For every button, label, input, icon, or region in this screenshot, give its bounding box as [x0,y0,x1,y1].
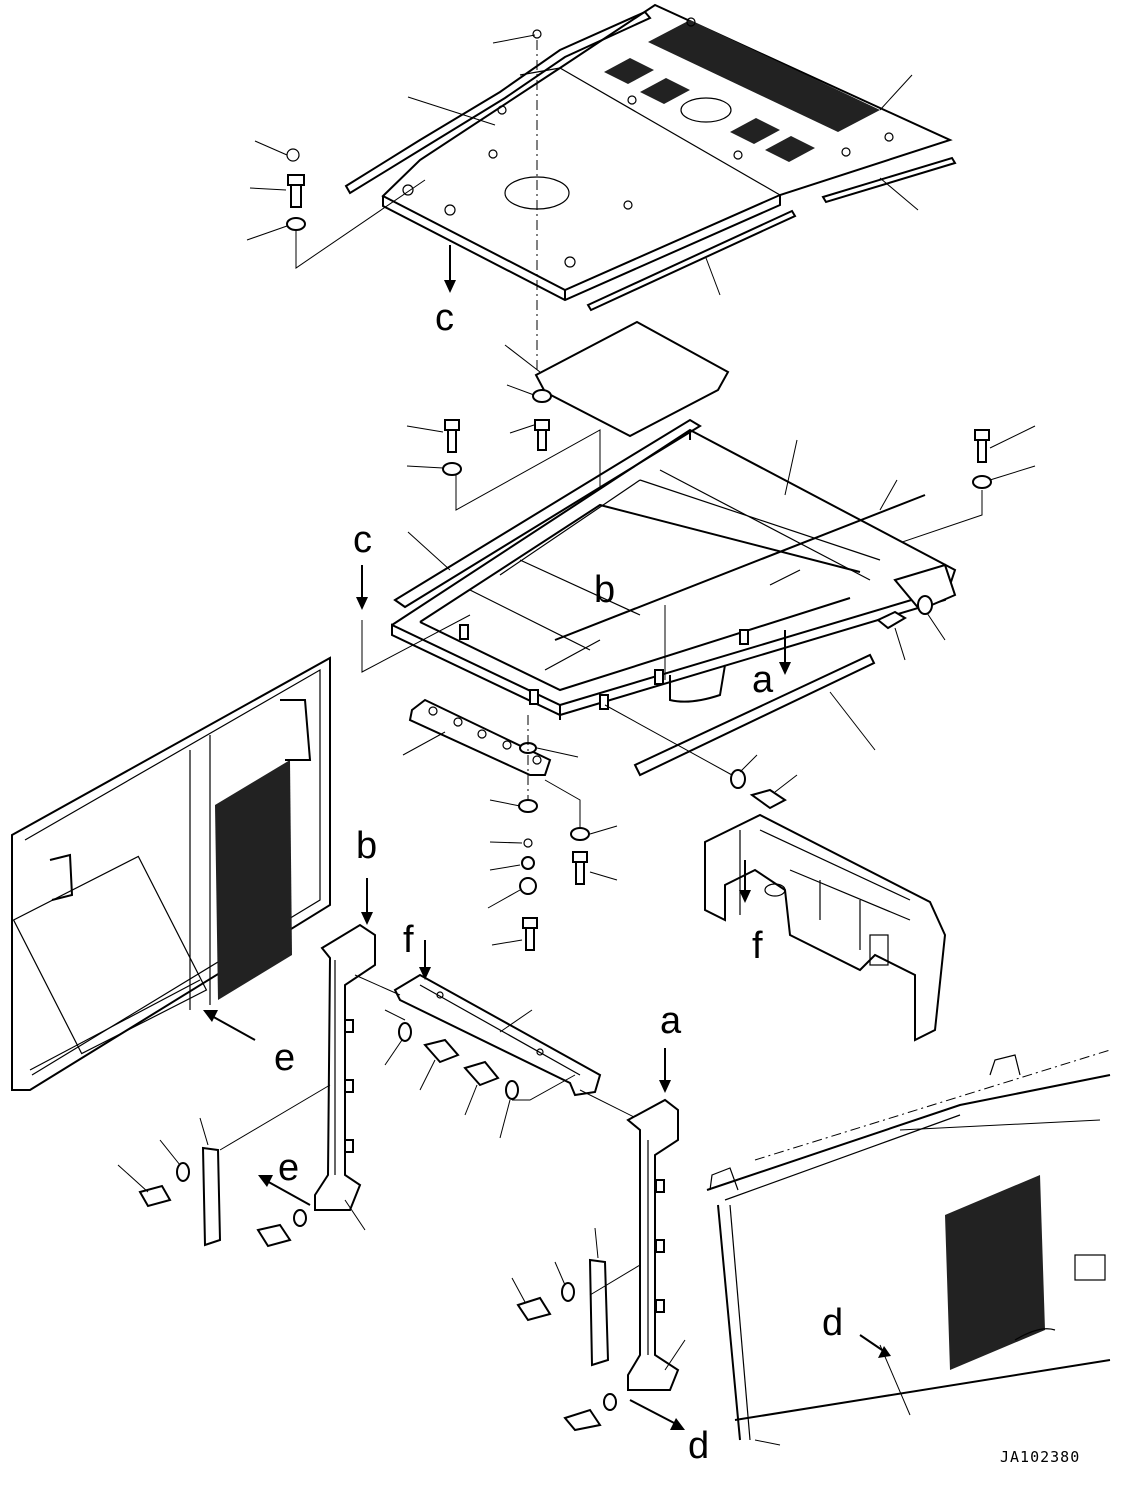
arrow-f-center [419,940,431,980]
crossbar [354,973,641,1121]
callout-b-left: b [356,825,377,867]
main-frame [391,418,957,720]
hinge-bracket-left [117,1084,331,1248]
roof-leaders [407,29,919,380]
right-support-column [626,1098,686,1391]
arrow-f-right [739,860,751,903]
engine-hood [706,1049,1111,1446]
callout-letters: c c b a b f f e e a d d [274,297,843,1467]
callout-f-right: f [752,925,763,967]
arrow-d-right [859,1334,891,1358]
support-bar [402,698,579,776]
arrow-e-upper [203,1010,256,1041]
roof-fasteners-left [246,140,426,269]
cover-plate [504,320,730,451]
callout-c-top: c [435,297,454,339]
left-support-column [314,923,376,1231]
callout-d-bottom: d [688,1425,709,1467]
side-strip-right [633,653,876,777]
arrow-a-lower [659,1048,671,1093]
bar-fasteners [487,715,618,951]
arrow-c-left [356,565,471,673]
arrow-e-lower [258,1175,311,1206]
callout-c-left: c [353,519,372,561]
hinge-bracket-right [511,1227,641,1432]
crossbar-bolts [384,1009,576,1139]
callout-f-center: f [403,919,414,961]
arrow-a-right [779,630,791,675]
callout-a-lower: a [660,1000,682,1042]
callout-e-upper: e [274,1037,295,1079]
callout-b-center: b [594,569,615,611]
callout-d-right: d [822,1302,843,1344]
left-radiator-panel [11,656,331,1091]
frame-fasteners-left [406,419,601,511]
arrow-b-left [361,878,373,925]
side-bolts-right [604,704,798,810]
drawing-code: JA102380 [1000,1448,1080,1466]
callout-e-lower: e [278,1147,299,1189]
callout-a-right: a [752,659,774,701]
arrow-d-bottom [629,1399,685,1430]
frame-leaders [407,439,946,680]
radiator-mount-right [704,813,947,1042]
roof-cover-panel [344,3,957,312]
arrow-c-top [444,245,456,293]
